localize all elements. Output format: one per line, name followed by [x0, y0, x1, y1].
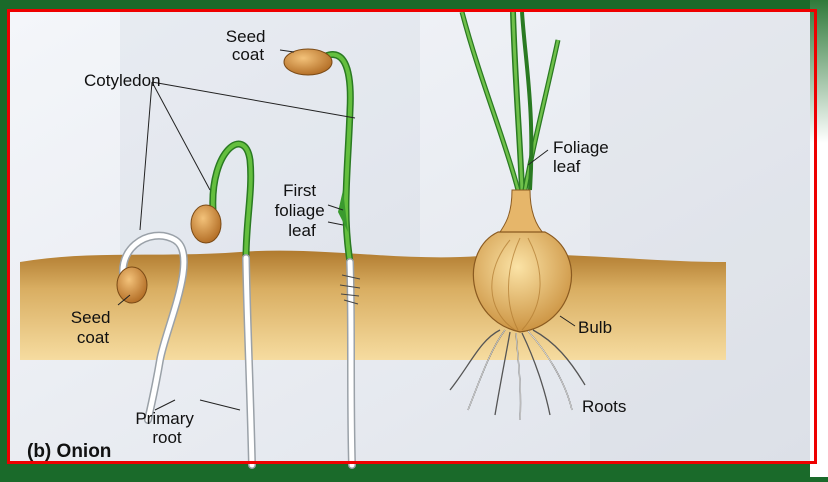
label-seed-coat-top: Seed coat — [226, 27, 270, 64]
right-edge-strip — [810, 0, 828, 477]
left-margin — [0, 0, 8, 477]
label-roots: Roots — [582, 397, 626, 416]
label-bulb: Bulb — [578, 318, 612, 337]
figure-title: (b) Onion — [27, 441, 111, 462]
label-seed-coat-bottom: Seed coat — [71, 308, 115, 347]
label-cotyledon: Cotyledon — [84, 71, 161, 90]
